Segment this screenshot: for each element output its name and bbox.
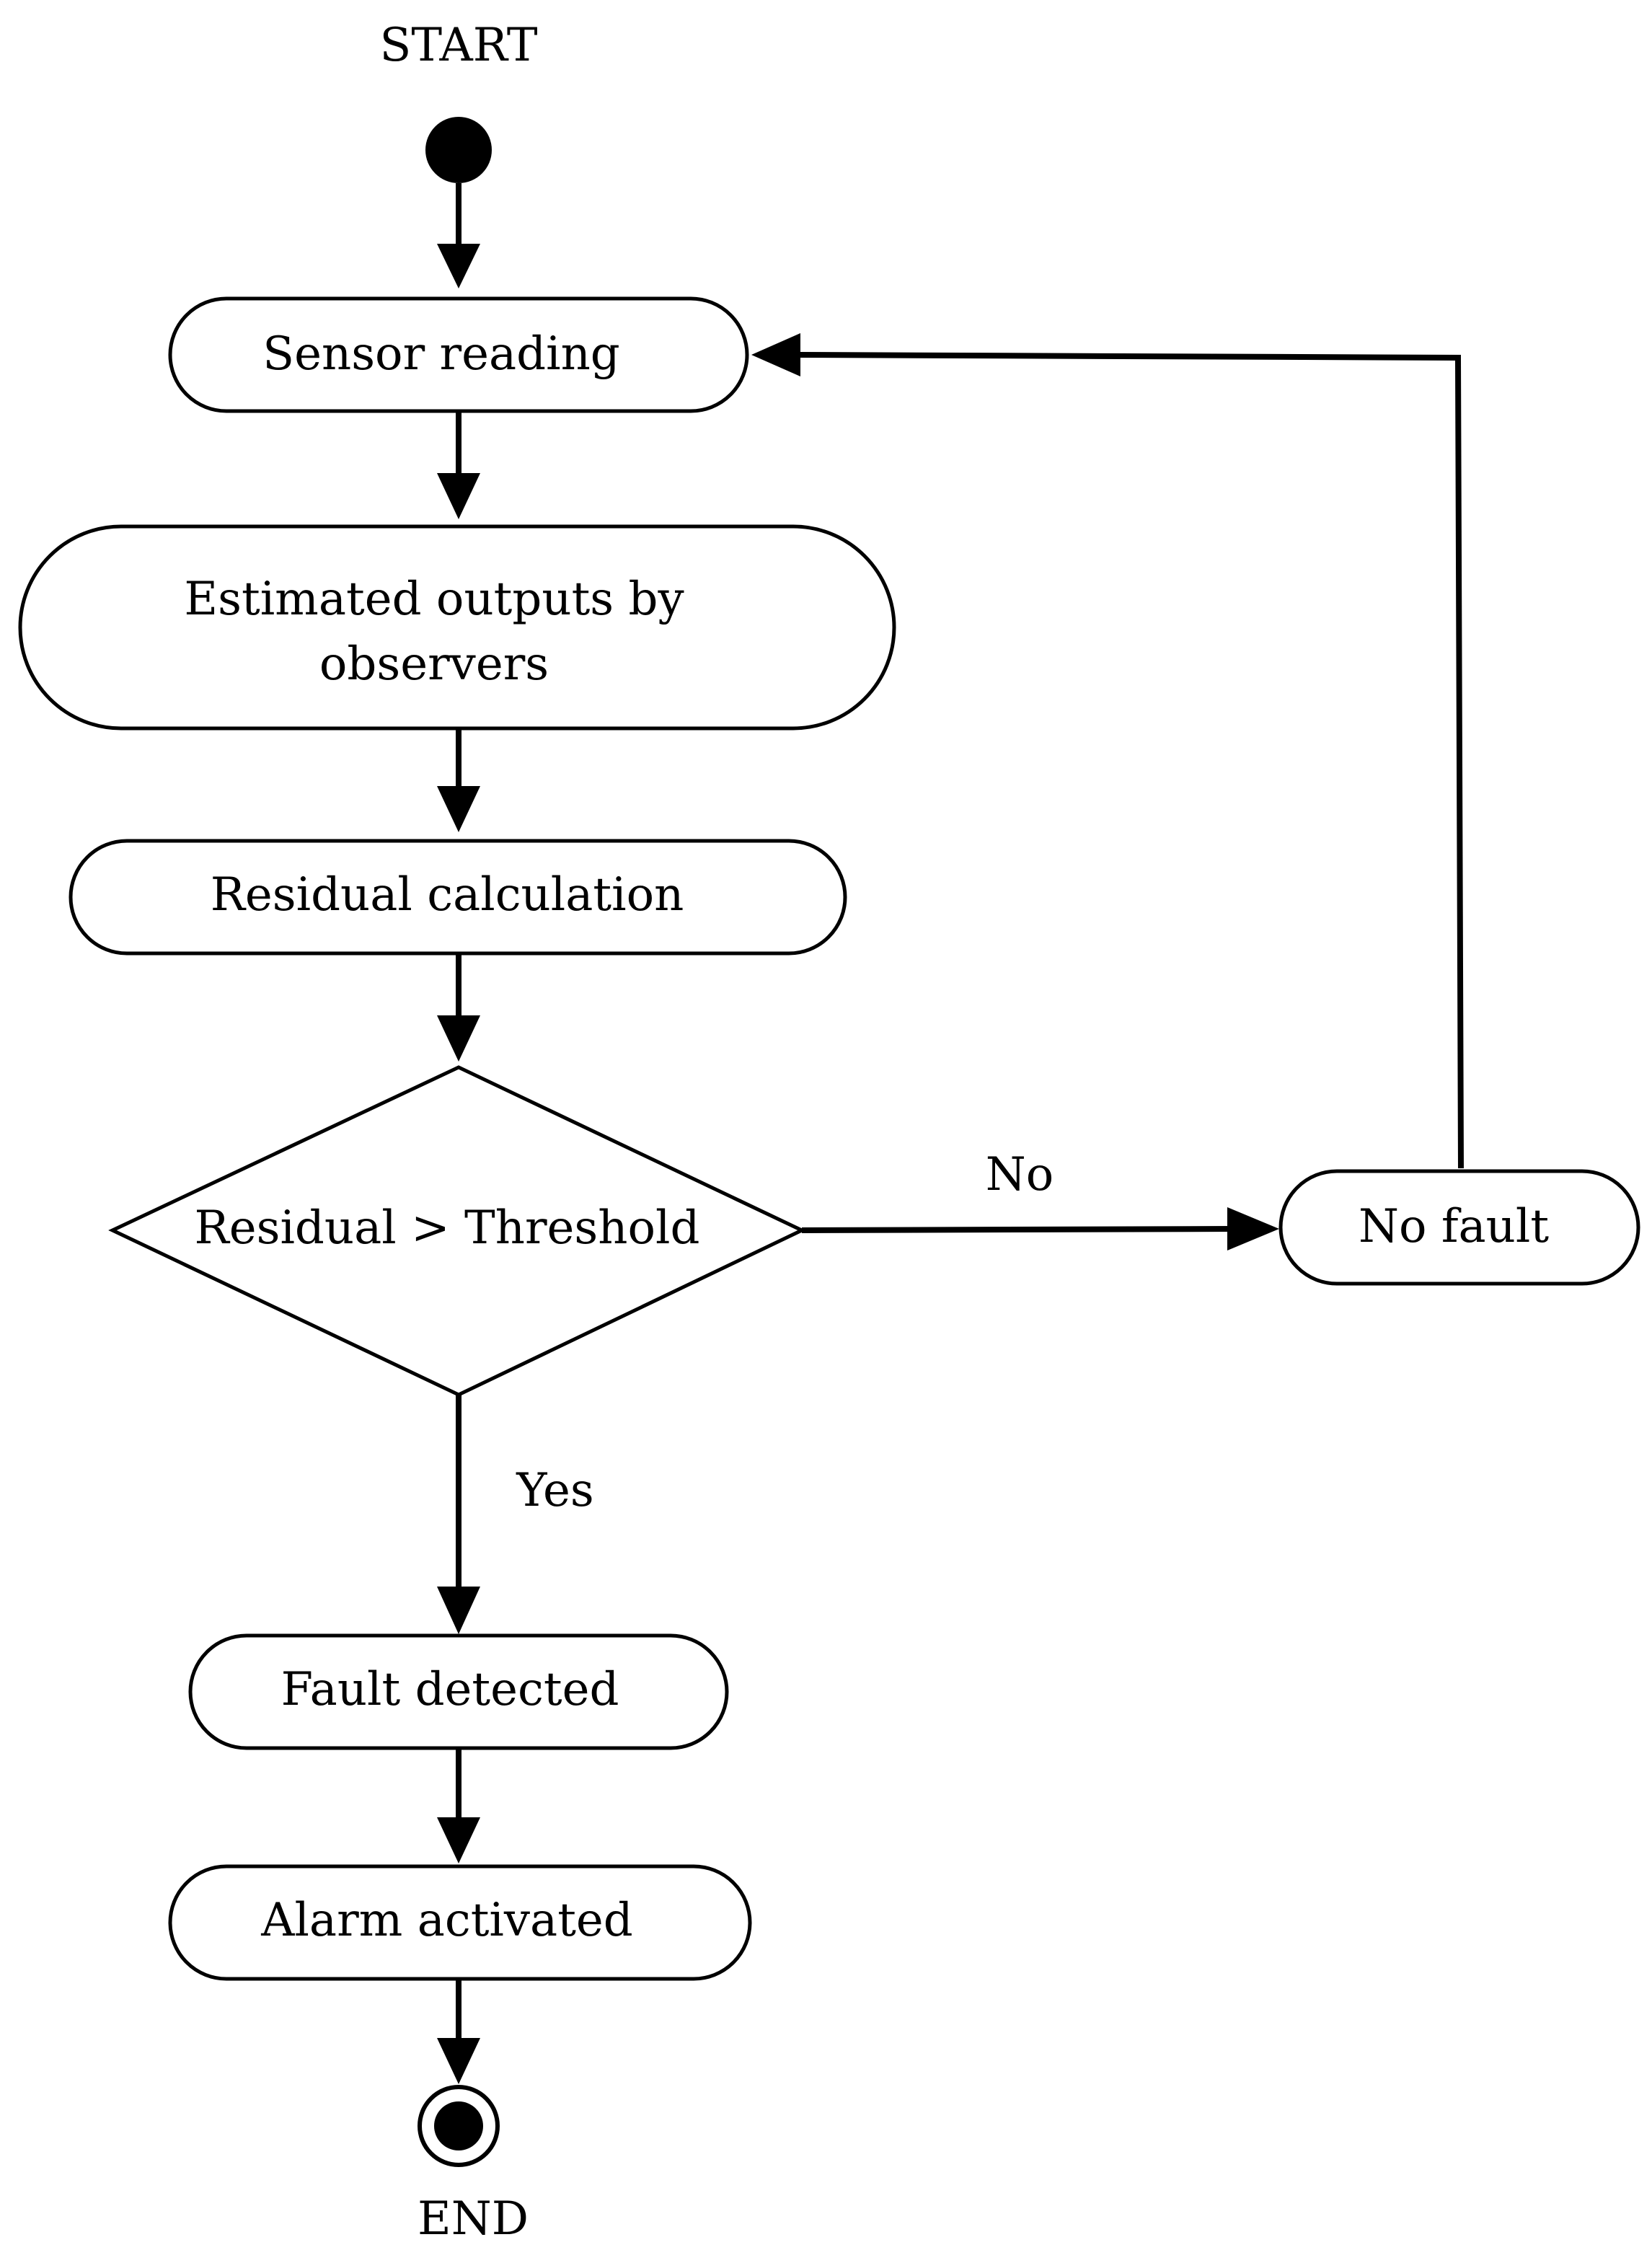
alarm-activated-label: Alarm activated xyxy=(260,1894,633,1947)
arrowhead-estimated-to-residual xyxy=(437,786,480,832)
fault-detected-label: Fault detected xyxy=(281,1663,619,1716)
arrowhead-fault-to-alarm xyxy=(437,1817,480,1863)
no-fault-node xyxy=(1278,1169,1640,1286)
arrowhead-loop-back-to-sensor xyxy=(751,333,800,376)
decision-label: Residual > Threshold xyxy=(195,1201,700,1255)
fault-detected-node xyxy=(188,1633,729,1750)
arrowhead-residual-to-decision xyxy=(437,1015,480,1062)
arrowhead-sensor-to-estimated xyxy=(437,473,480,519)
sensor-reading-node xyxy=(168,296,749,413)
alarm-activated-node xyxy=(168,1864,752,1981)
arrowhead-decision-to-fault-detected xyxy=(437,1587,480,1634)
end-node-core xyxy=(434,2101,483,2150)
residual-calculation-node xyxy=(69,839,847,956)
arrowhead-start-to-sensor xyxy=(437,244,480,288)
estimated-outputs-node xyxy=(18,524,896,731)
no-fault-label: No fault xyxy=(1359,1200,1549,1253)
end-label: END xyxy=(418,2192,529,2246)
start-label: START xyxy=(380,19,538,72)
edge-label-no: No xyxy=(986,1148,1054,1201)
edge-decision-to-no-fault xyxy=(801,1226,1235,1233)
estimated-outputs-label-line1: Estimated outputs by xyxy=(184,573,684,626)
arrowhead-decision-to-no-fault xyxy=(1227,1207,1279,1250)
edge-no-fault-loop-back xyxy=(798,352,1464,1169)
edge-label-yes: Yes xyxy=(516,1464,593,1517)
arrowhead-alarm-to-end xyxy=(437,2038,480,2084)
start-node xyxy=(425,117,492,183)
sensor-reading-label: Sensor reading xyxy=(262,327,620,381)
residual-calculation-label: Residual calculation xyxy=(211,868,684,922)
estimated-outputs-label-line2: observers xyxy=(319,638,549,691)
